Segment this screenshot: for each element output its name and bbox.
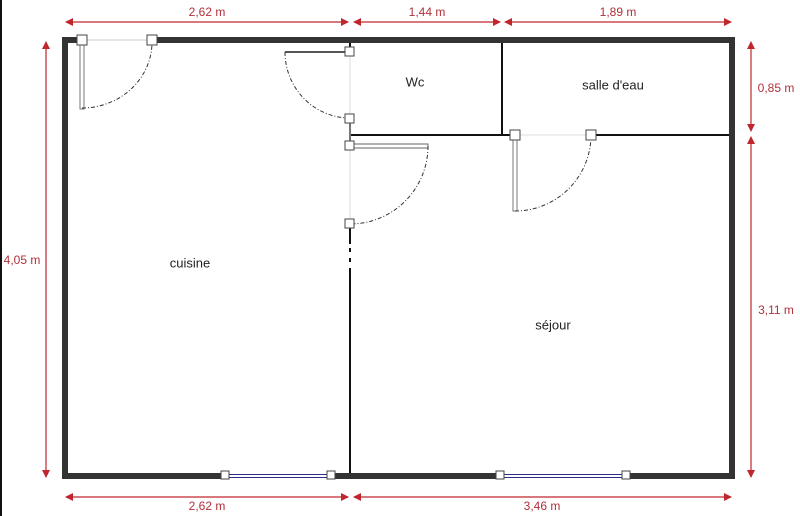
dimension-top-salle-deau: 1,89 m [599,5,637,19]
room-label-salle-deau: salle d'eau [582,77,644,93]
room-label-wc: Wc [405,74,425,90]
dimension-right-bottom: 3,11 m [758,303,794,317]
room-label-sejour: séjour [535,317,571,333]
image-edge [0,0,2,516]
dimension-bottom-sejour: 3,46 m [523,499,561,513]
room-label-cuisine: cuisine [169,255,211,271]
exterior-walls [62,37,735,479]
interior-walls [349,43,729,473]
door-hinges [76,34,631,480]
dimension-top-wc: 1,44 m [408,5,446,19]
dimension-top-cuisine: 2,62 m [188,5,226,19]
dimension-left-height: 4,05 m [3,253,41,267]
dimension-right-top: 0,85 m [757,81,795,95]
dimension-lines [42,18,755,501]
dimension-bottom-cuisine: 2,62 m [188,499,226,513]
